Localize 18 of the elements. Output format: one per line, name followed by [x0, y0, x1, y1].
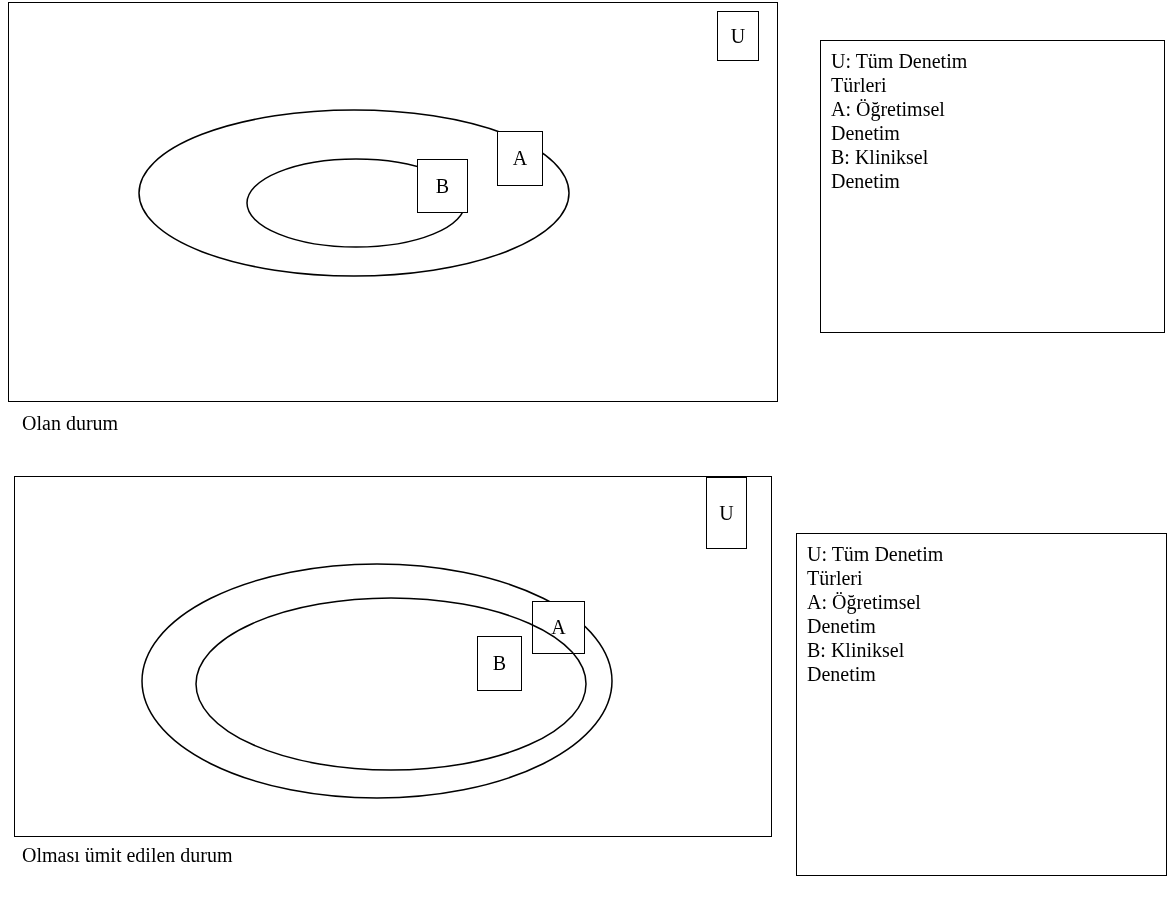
- panel-frame: [8, 2, 778, 402]
- legend-text: A: Öğretimsel Denetim: [807, 590, 922, 638]
- panel-frame: [14, 476, 772, 837]
- node-label: Olan durum: [22, 412, 119, 435]
- legend-text: B: Kliniksel Denetim: [831, 145, 930, 193]
- legend-box: [796, 533, 1167, 876]
- set-label: U: [706, 477, 747, 549]
- set-label: U: [717, 11, 759, 61]
- legend-text: U: Tüm Denetim Türleri: [807, 542, 945, 590]
- set-label: A: [532, 601, 585, 654]
- legend-text: U: Tüm Denetim Türleri: [831, 49, 969, 97]
- legend-text: A: Öğretimsel Denetim: [831, 97, 946, 145]
- node-label: Olması ümit edilen durum: [22, 844, 233, 867]
- legend-box: [820, 40, 1165, 333]
- set-label: A: [497, 131, 543, 186]
- set-label: B: [477, 636, 522, 691]
- legend-text: B: Kliniksel Denetim: [807, 638, 906, 686]
- set-label: B: [417, 159, 468, 213]
